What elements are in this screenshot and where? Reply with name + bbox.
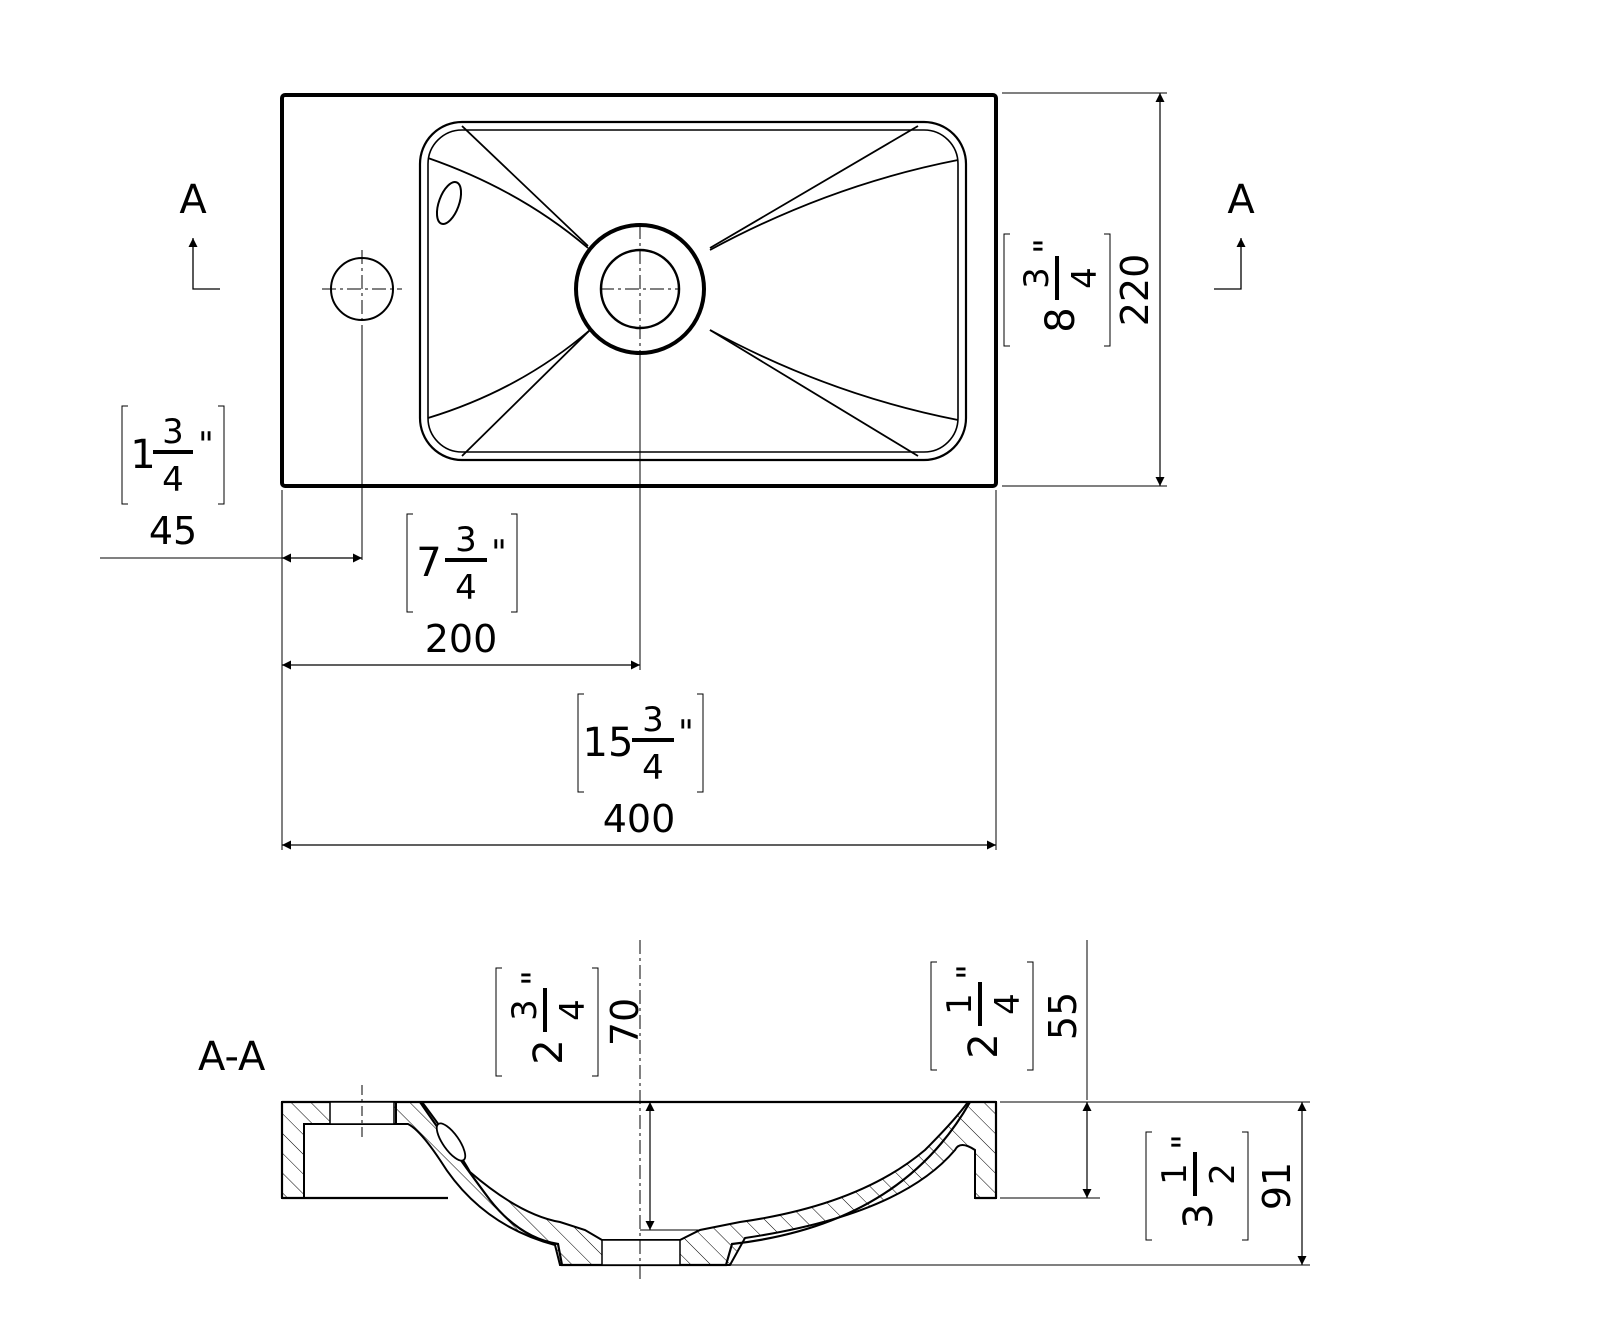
dim-bowl-depth-inch-mark: " xyxy=(515,970,555,986)
dim-rim-height-inch-mark: " xyxy=(950,964,990,980)
dim-depth-mm: 220 xyxy=(1113,254,1157,327)
dim-offset-hole: 45 1 3 4 " xyxy=(100,405,362,563)
section-marker-left-letter: A xyxy=(179,177,207,223)
dim-offset-hole-inch: 1 3 4 " xyxy=(121,405,225,505)
dim-depth-inch-mark: " xyxy=(1027,238,1067,254)
dim-offset-drain-inch-den: 4 xyxy=(455,568,477,608)
dim-rim-height-mm: 55 xyxy=(1041,992,1085,1040)
section-title: A-A xyxy=(198,1034,266,1080)
tap-hole-centerlines xyxy=(322,250,402,328)
dim-rim-height-inch-whole: 2 xyxy=(961,1033,1007,1058)
dim-total-height-inch-whole: 3 xyxy=(1176,1203,1222,1228)
bowl-outer-edge xyxy=(418,120,968,462)
bowl-inner-edge xyxy=(427,129,959,453)
section-view xyxy=(280,940,998,1280)
dim-width-inch: 15 3 4 " xyxy=(577,693,704,793)
dim-offset-drain-inch-mark: " xyxy=(491,533,507,573)
section-overflow xyxy=(435,1122,467,1162)
dim-offset-drain-mm: 200 xyxy=(425,617,498,661)
section-extension-lines xyxy=(640,940,1310,1266)
dim-total-height-inch-mark: " xyxy=(1165,1134,1205,1150)
dim-bowl-depth-inch-den: 4 xyxy=(553,999,593,1021)
dim-depth-inch-den: 4 xyxy=(1065,267,1105,289)
dim-bowl-depth: 70 2 3 4 " xyxy=(495,967,655,1230)
dim-offset-drain: 200 7 3 4 " xyxy=(282,513,640,670)
top-view: A A xyxy=(179,93,1255,488)
section-bowl-shell xyxy=(395,1101,997,1266)
dim-offset-hole-inch-num: 3 xyxy=(162,412,184,452)
dim-offset-hole-inch-den: 4 xyxy=(162,460,184,500)
dim-offset-hole-inch-mark: " xyxy=(198,425,214,465)
dim-bowl-depth-inch-whole: 2 xyxy=(526,1039,572,1064)
dim-rim-height-inch: 2 1 4 " xyxy=(930,961,1034,1071)
dim-offset-hole-mm: 45 xyxy=(149,509,197,553)
dim-depth-inch-whole: 8 xyxy=(1038,307,1084,332)
section-drain-opening xyxy=(601,1239,681,1266)
dim-depth-inch: 8 3 4 " xyxy=(1003,233,1111,347)
dim-rim-height: 55 2 1 4 " xyxy=(930,961,1092,1198)
dim-width-inch-mark: " xyxy=(678,713,694,753)
bowl-facet-lines xyxy=(427,125,959,457)
section-marker-right-letter: A xyxy=(1227,177,1255,223)
dim-width-inch-num: 3 xyxy=(642,700,664,740)
section-marker-left: A xyxy=(179,177,220,290)
dim-offset-drain-inch-whole: 7 xyxy=(416,540,441,586)
dim-total-height: 91 3 1 2 " xyxy=(1145,1102,1307,1265)
top-view-extension-lines xyxy=(281,92,1167,850)
dim-total-height-inch: 3 1 2 " xyxy=(1145,1131,1249,1241)
dim-total-height-inch-num: 1 xyxy=(1155,1163,1195,1185)
dim-width-mm: 400 xyxy=(603,797,676,841)
dim-total-height-mm: 91 xyxy=(1255,1162,1299,1210)
overflow-hole xyxy=(435,181,463,225)
dim-bowl-depth-mm: 70 xyxy=(603,998,647,1046)
dim-offset-hole-inch-whole: 1 xyxy=(130,432,155,478)
dim-depth: 220 8 3 4 " xyxy=(1003,93,1165,486)
dim-rim-height-inch-den: 4 xyxy=(988,993,1028,1015)
section-tap-hole xyxy=(329,1085,395,1140)
dim-width-inch-whole: 15 xyxy=(583,720,634,766)
section-marker-right: A xyxy=(1214,177,1255,290)
dim-bowl-depth-inch-num: 3 xyxy=(505,999,545,1021)
section-outline xyxy=(280,1100,998,1267)
dim-width-inch-den: 4 xyxy=(642,748,664,788)
dim-offset-drain-inch-num: 3 xyxy=(455,520,477,560)
dim-total-height-inch-den: 2 xyxy=(1203,1163,1243,1185)
basin-outline xyxy=(280,93,998,488)
drain-centerlines xyxy=(600,225,680,354)
dim-depth-inch-num: 3 xyxy=(1017,267,1057,289)
dim-rim-height-inch-num: 1 xyxy=(940,993,980,1015)
dim-offset-drain-inch: 7 3 4 " xyxy=(406,513,518,613)
dim-bowl-depth-inch: 2 3 4 " xyxy=(495,967,599,1077)
dim-width: 400 15 3 4 " xyxy=(282,693,996,850)
